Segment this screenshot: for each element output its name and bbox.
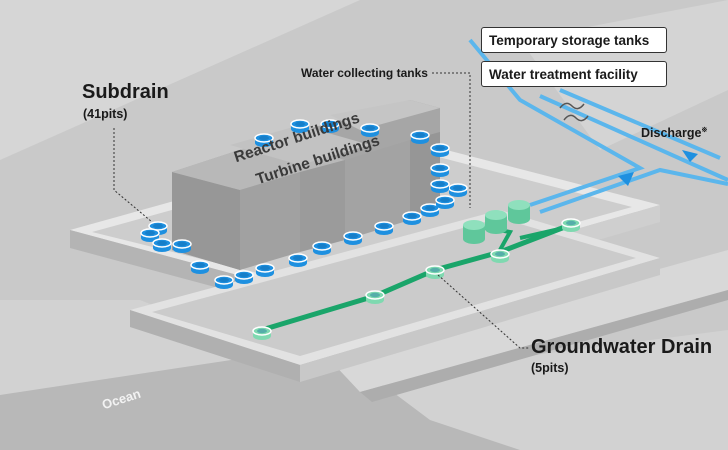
temporary-storage-tanks-box: Temporary storage tanks <box>481 27 667 53</box>
subdrain-pit <box>420 203 440 217</box>
water-collecting-tanks-label: Water collecting tanks <box>301 66 428 80</box>
discharge-arrow-icon <box>618 172 634 186</box>
subdrain-pit <box>255 263 275 277</box>
subdrain-pit <box>430 143 450 157</box>
groundwater-drain-count: (5pits) <box>531 361 569 375</box>
subdrain-count: (41pits) <box>83 107 128 121</box>
subdrain-pit <box>343 231 363 245</box>
subdrain-pit <box>312 241 332 255</box>
subdrain-pit <box>374 221 394 235</box>
ocean-area <box>0 345 520 450</box>
discharge-arrow-icon-right <box>682 150 698 162</box>
seawall-edge <box>360 290 728 402</box>
subdrain-pit <box>288 253 308 267</box>
subdrain-pit <box>360 123 380 137</box>
subdrain-pit <box>448 183 468 197</box>
subdrain-pit <box>410 130 430 144</box>
reactor-turbine-buildings <box>172 100 440 270</box>
groundwater-drain-pits <box>252 218 581 340</box>
subdrain-pit <box>190 260 210 274</box>
groundwater-drain-pit <box>490 249 510 263</box>
pipe-break-icon <box>559 102 589 122</box>
subdrain-pit <box>214 275 234 289</box>
subdrain-pits <box>140 119 468 289</box>
groundwater-drain-pit <box>252 326 272 340</box>
subdrain-pit <box>290 119 310 133</box>
discharge-mark: ※ <box>701 127 708 134</box>
subdrain-pit <box>140 228 160 242</box>
groundwater-drain-label: Groundwater Drain <box>531 336 713 358</box>
subdrain-label: Subdrain <box>82 81 169 103</box>
groundwater-drain-pit <box>561 218 581 232</box>
subdrain-pit <box>435 195 455 209</box>
subdrain-pit <box>172 239 192 253</box>
discharge-label: Discharge※ <box>641 126 707 140</box>
discharge-text: Discharge <box>641 126 702 141</box>
leader-lines <box>113 72 530 349</box>
water-treatment-facility-box: Water treatment facility <box>481 61 667 87</box>
groundwater-drain-pit <box>365 290 385 304</box>
subdrain-pit <box>254 133 274 147</box>
subdrain-pit <box>320 119 340 133</box>
seawall <box>330 250 728 392</box>
subdrain-pit <box>152 238 172 252</box>
groundwater-drain-pit <box>425 265 445 279</box>
subdrain-pit <box>402 211 422 225</box>
water-collecting-tanks <box>463 200 530 244</box>
upper-terrain <box>0 0 360 160</box>
subdrain-pit <box>234 270 254 284</box>
subdrain-pit <box>430 163 450 177</box>
subdrain-pit <box>430 179 450 193</box>
